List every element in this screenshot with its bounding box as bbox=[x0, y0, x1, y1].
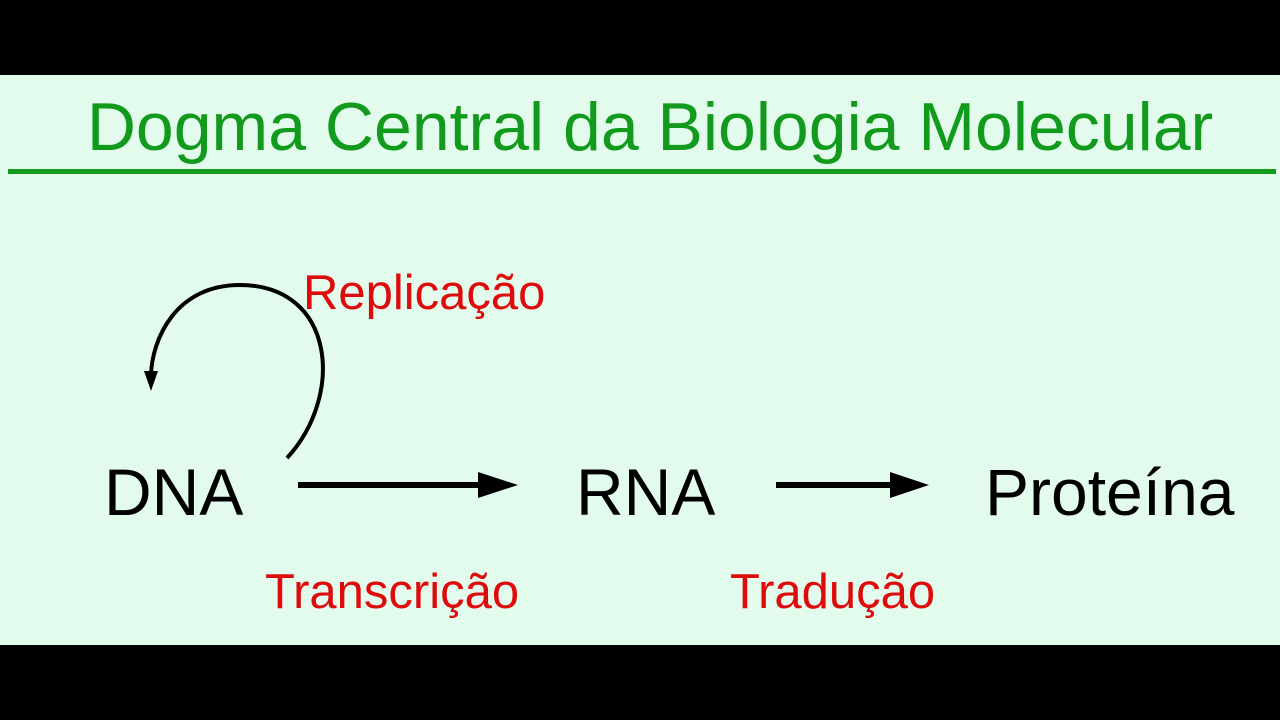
label-translation: Tradução bbox=[730, 565, 936, 619]
slide-title: Dogma Central da Biologia Molecular bbox=[86, 89, 1214, 165]
letterbox-bottom bbox=[0, 645, 1280, 720]
node-dna: DNA bbox=[104, 455, 244, 529]
replication-arrowhead bbox=[144, 371, 158, 391]
node-rna: RNA bbox=[576, 455, 716, 529]
slide: Dogma Central da Biologia Molecular DNA … bbox=[0, 75, 1280, 645]
translation-arrowhead bbox=[890, 472, 929, 498]
transcription-arrowhead bbox=[478, 472, 518, 498]
label-replication: Replicação bbox=[303, 266, 546, 320]
replication-arrow bbox=[149, 282, 325, 460]
node-protein: Proteína bbox=[985, 455, 1235, 529]
diagram-arrows bbox=[144, 282, 929, 498]
label-transcription: Transcrição bbox=[265, 565, 520, 619]
title-underline bbox=[8, 169, 1276, 174]
letterbox-top bbox=[0, 0, 1280, 75]
